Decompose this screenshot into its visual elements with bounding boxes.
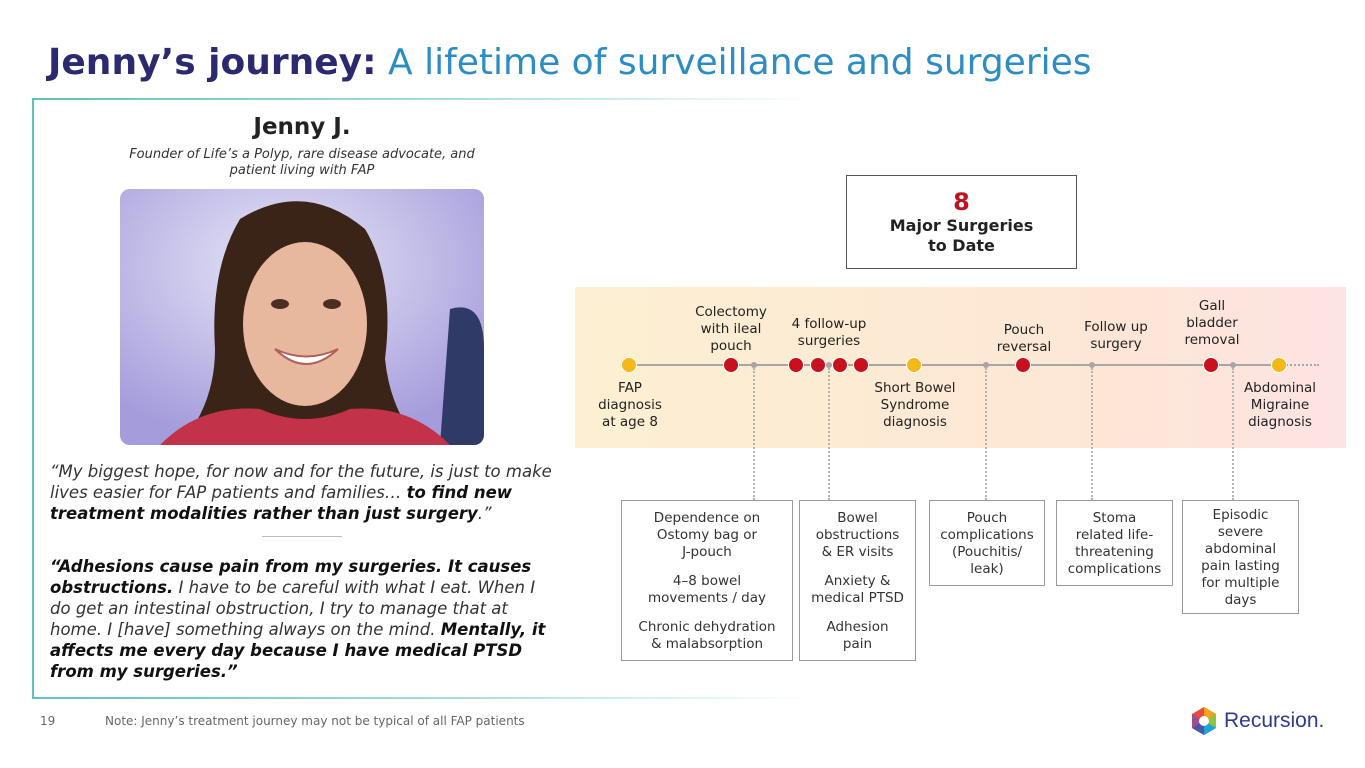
connector-line bbox=[1232, 368, 1234, 500]
label-follow-up-surgeries: 4 follow-up surgeries bbox=[791, 316, 867, 349]
event-follow-up-2-dot bbox=[810, 357, 826, 373]
detail-item: Bowel obstructions & ER visits bbox=[815, 510, 900, 560]
connector-node bbox=[1230, 362, 1236, 368]
connector-node bbox=[826, 362, 832, 368]
portrait-illustration bbox=[120, 189, 484, 445]
event-short-bowel-dot bbox=[906, 357, 922, 373]
quote-adhesions-text: I have to be careful with what I eat. Wh… bbox=[50, 578, 536, 639]
timeline-line bbox=[629, 364, 1279, 366]
detail-item: Adhesion pain bbox=[826, 619, 889, 652]
quote-hope-emphasis: to find new treatment modalities rather … bbox=[50, 483, 513, 523]
logo-text: Recursion. bbox=[1224, 709, 1325, 732]
company-logo: Recursion. bbox=[1190, 706, 1340, 738]
profile-photo bbox=[120, 189, 484, 445]
slide-title: Jenny’s journey: A lifetime of surveilla… bbox=[48, 40, 1092, 86]
connector-line bbox=[1091, 368, 1093, 500]
event-pouch-reversal-dot bbox=[1015, 357, 1031, 373]
connector-line bbox=[828, 368, 830, 500]
detail-box-follow-ups: Bowel obstructions & ER visits Anxiety &… bbox=[799, 500, 916, 661]
label-gall-bladder: Gall bladder removal bbox=[1184, 298, 1240, 348]
title-subtitle: A lifetime of surveillance and surgeries bbox=[388, 42, 1092, 83]
label-colectomy: Colectomy with ileal pouch bbox=[695, 304, 767, 354]
card-border-bottom bbox=[32, 697, 812, 699]
profile-role: Founder of Life’s a Polyp, rare disease … bbox=[129, 147, 475, 178]
card-border-top bbox=[32, 98, 812, 100]
quote-adhesions-emphasis: “Adhesions cause pain from my surgeries.… bbox=[50, 557, 532, 597]
event-follow-up-4-dot bbox=[853, 357, 869, 373]
quote-hope-text: “My biggest hope, for now and for the fu… bbox=[50, 462, 552, 502]
event-fap-diagnosis-dot bbox=[621, 357, 637, 373]
detail-item: Episodic severe abdominal pain lasting f… bbox=[1201, 507, 1280, 608]
detail-box-colectomy: Dependence on Ostomy bag or J-pouch 4–8 … bbox=[621, 500, 793, 661]
detail-box-pouch: Pouch complications (Pouchitis/ leak) bbox=[929, 500, 1045, 586]
label-follow-up-surgery: Follow up surgery bbox=[1084, 319, 1148, 352]
title-emphasis: Jenny’s journey: bbox=[48, 42, 377, 83]
detail-item: Stoma related life- threatening complica… bbox=[1067, 510, 1162, 577]
event-gall-bladder-dot bbox=[1203, 357, 1219, 373]
quote-hope: “My biggest hope, for now and for the fu… bbox=[50, 461, 560, 524]
label-pouch-reversal: Pouch reversal bbox=[996, 322, 1052, 355]
connector-node bbox=[751, 362, 757, 368]
event-abdominal-migraine-dot bbox=[1271, 357, 1287, 373]
event-colectomy-dot bbox=[723, 357, 739, 373]
page-number: 19 bbox=[40, 714, 56, 728]
connector-node bbox=[983, 362, 989, 368]
connector-node bbox=[1089, 362, 1095, 368]
surgeries-label: Major Surgeries to Date bbox=[889, 216, 1034, 255]
major-surgeries-box: 8 Major Surgeries to Date bbox=[846, 175, 1077, 269]
quote-adhesions: “Adhesions cause pain from my surgeries.… bbox=[50, 556, 560, 682]
connector-line bbox=[753, 368, 755, 500]
footnote: Note: Jenny’s treatment journey may not … bbox=[105, 714, 525, 728]
label-fap-diagnosis: FAP diagnosis at age 8 bbox=[598, 380, 662, 430]
quote-hope-end: .” bbox=[477, 504, 492, 523]
detail-item: Pouch complications (Pouchitis/ leak) bbox=[940, 510, 1034, 577]
surgeries-count: 8 bbox=[953, 188, 970, 216]
quote-divider bbox=[262, 536, 342, 537]
detail-item: 4–8 bowel movements / day bbox=[647, 573, 766, 606]
label-abdominal-migraine: Abdominal Migraine diagnosis bbox=[1243, 380, 1317, 430]
detail-box-migraine: Episodic severe abdominal pain lasting f… bbox=[1182, 500, 1299, 614]
label-short-bowel: Short Bowel Syndrome diagnosis bbox=[874, 380, 956, 430]
timeline-continuation bbox=[1279, 364, 1319, 366]
connector-line bbox=[985, 368, 987, 500]
detail-item: Chronic dehydration & malabsorption bbox=[638, 619, 776, 652]
detail-item: Anxiety & medical PTSD bbox=[811, 573, 904, 606]
event-follow-up-1-dot bbox=[788, 357, 804, 373]
card-border-left bbox=[32, 98, 34, 698]
detail-item: Dependence on Ostomy bag or J-pouch bbox=[653, 510, 761, 560]
quote-adhesions-closing: Mentally, it affects me every day becaus… bbox=[50, 620, 546, 681]
event-follow-up-3-dot bbox=[832, 357, 848, 373]
profile-name: Jenny J. bbox=[253, 114, 351, 140]
recursion-hexagon-icon bbox=[1192, 707, 1216, 735]
detail-box-stoma: Stoma related life- threatening complica… bbox=[1056, 500, 1173, 586]
